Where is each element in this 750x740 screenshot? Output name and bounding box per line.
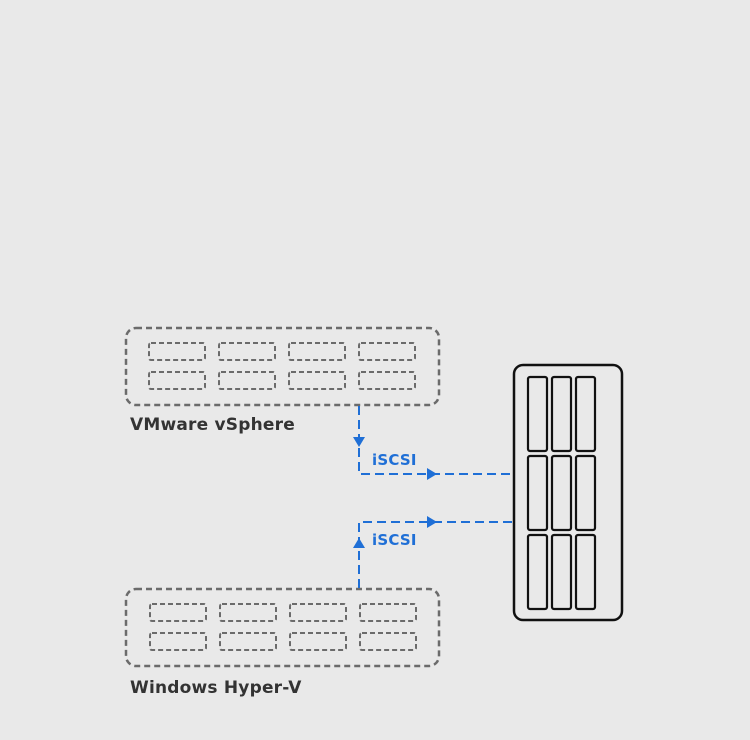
server-slot <box>359 603 417 622</box>
storage-drive-bays <box>526 375 597 611</box>
server-slot <box>289 632 347 651</box>
server-slot <box>148 342 206 361</box>
iscsi-link-vmware <box>353 406 512 480</box>
vmware-server-slots <box>148 342 416 390</box>
storage-chassis <box>512 363 624 622</box>
drive-bay <box>574 533 597 611</box>
iscsi-label-hyperv: iSCSI <box>372 531 417 549</box>
server-slot <box>358 342 416 361</box>
drive-bay <box>574 375 597 453</box>
server-slot <box>218 342 276 361</box>
server-slot <box>219 632 277 651</box>
vmware-host-cluster <box>124 326 441 407</box>
drive-bay <box>526 533 549 611</box>
hyperv-server-slots <box>149 603 417 651</box>
drive-bay <box>550 375 573 453</box>
server-slot <box>288 371 346 390</box>
drive-bay <box>550 454 573 532</box>
vmware-cluster-outline <box>124 326 441 407</box>
arrow-up-icon <box>353 538 365 548</box>
server-slot <box>358 371 416 390</box>
server-slot <box>148 371 206 390</box>
server-slot <box>149 632 207 651</box>
server-slot <box>218 371 276 390</box>
arrow-right-icon <box>427 516 437 528</box>
drive-bay <box>550 533 573 611</box>
link-path <box>358 521 512 588</box>
hyperv-cluster-outline <box>124 587 441 668</box>
hyperv-host-cluster <box>124 587 441 668</box>
vmware-host-label: VMware vSphere <box>130 415 295 435</box>
drive-bay <box>574 454 597 532</box>
hyperv-host-label: Windows Hyper-V <box>130 678 302 698</box>
iscsi-label-vmware: iSCSI <box>372 451 417 469</box>
arrow-right-icon <box>427 468 437 480</box>
server-slot <box>359 632 417 651</box>
server-slot <box>289 603 347 622</box>
drive-bay <box>526 454 549 532</box>
iscsi-link-hyperv <box>353 516 512 588</box>
storage-array-icon <box>512 363 624 622</box>
link-path <box>358 406 512 475</box>
server-slot <box>219 603 277 622</box>
drive-bay <box>526 375 549 453</box>
server-slot <box>288 342 346 361</box>
arrow-down-icon <box>353 437 365 447</box>
server-slot <box>149 603 207 622</box>
